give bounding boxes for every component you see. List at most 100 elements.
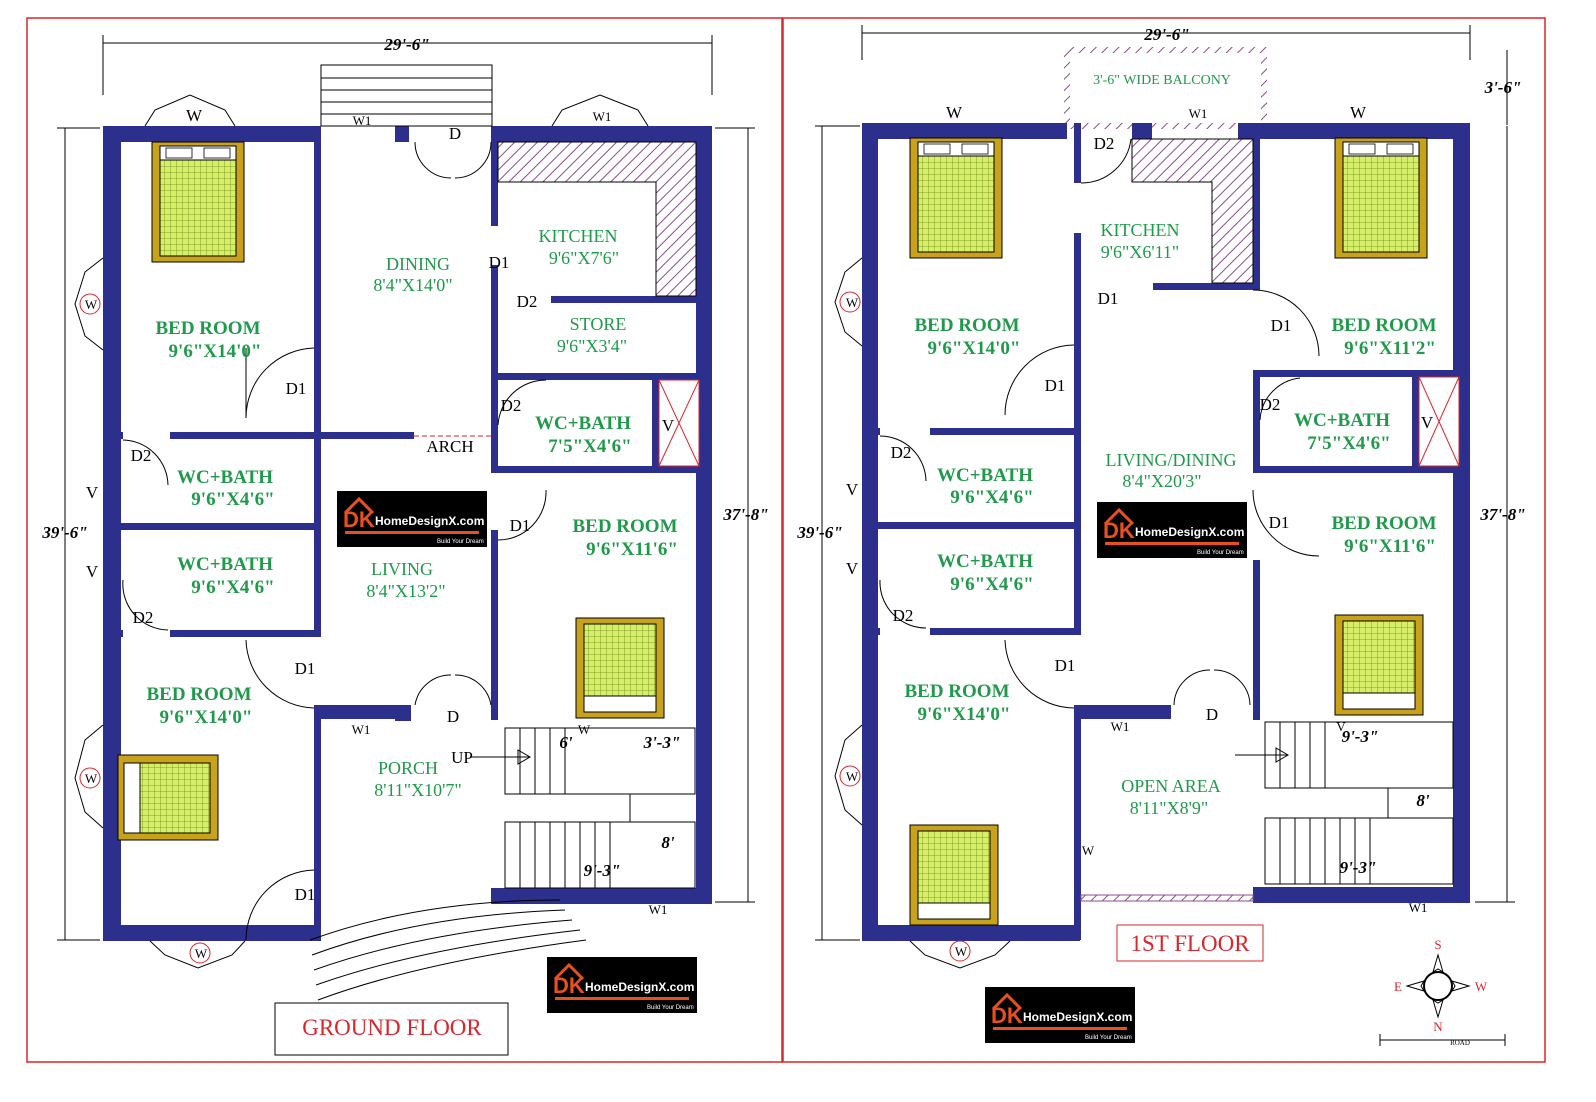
svg-text:D2: D2 bbox=[1260, 395, 1281, 414]
svg-text:W: W bbox=[85, 771, 98, 786]
ff-bed1-size: 9'6"X14'0" bbox=[928, 338, 1021, 359]
first-width-dim: 29'-6" bbox=[1143, 25, 1189, 44]
svg-text:HomeDesignX.com: HomeDesignX.com bbox=[1135, 525, 1244, 539]
svg-text:D: D bbox=[447, 707, 459, 726]
gf-store-title: STORE bbox=[570, 314, 627, 334]
svg-text:Build Your Dream: Build Your Dream bbox=[1085, 1035, 1132, 1041]
svg-text:D2: D2 bbox=[893, 606, 914, 625]
gf-wc2-size: 9'6"X4'6" bbox=[191, 577, 274, 598]
svg-text:D1: D1 bbox=[286, 379, 307, 398]
gf-dining-title: DINING bbox=[386, 254, 450, 274]
sheet-frame-first bbox=[782, 17, 1546, 1063]
svg-text:9'-3": 9'-3" bbox=[584, 861, 621, 880]
first-floor-title: 1ST FLOOR bbox=[1130, 931, 1250, 956]
svg-text:D1: D1 bbox=[1271, 316, 1292, 335]
svg-text:ARCH: ARCH bbox=[426, 437, 473, 456]
gf-bed1-title: BED ROOM bbox=[155, 318, 260, 339]
svg-text:W1: W1 bbox=[649, 902, 668, 917]
svg-text:W: W bbox=[1475, 979, 1488, 994]
svg-text:6': 6' bbox=[559, 733, 573, 752]
first-height-dim: 39'-6" bbox=[796, 523, 842, 542]
svg-text:N: N bbox=[1433, 1019, 1443, 1034]
gf-wc1-size: 9'6"X4'6" bbox=[191, 489, 274, 510]
logo-first-footer: DK HomeDesignX.com Build Your Dream bbox=[983, 985, 1137, 1045]
ff-balcony-label: 3'-6" WIDE BALCONY bbox=[1093, 73, 1231, 88]
gf-bed2-title: BED ROOM bbox=[146, 684, 251, 705]
svg-text:HomeDesignX.com: HomeDesignX.com bbox=[375, 514, 484, 528]
logo-first-main: DK HomeDesignX.com Build Your Dream bbox=[1095, 500, 1249, 560]
svg-text:W: W bbox=[846, 769, 859, 784]
first-balcony-dim: 3'-6" bbox=[1484, 78, 1522, 97]
first-floor-plan: 29'-6" 3'-6" 39'-6" 37'-8" 3'-6" WIDE BA… bbox=[796, 25, 1526, 1047]
ff-bed1-title: BED ROOM bbox=[914, 315, 1019, 336]
svg-text:S: S bbox=[1434, 937, 1441, 952]
svg-text:D1: D1 bbox=[1098, 289, 1119, 308]
gf-kitchen-title: KITCHEN bbox=[539, 226, 618, 246]
svg-text:DK: DK bbox=[991, 1003, 1023, 1028]
svg-text:W1: W1 bbox=[1189, 106, 1208, 121]
ff-bed-right-size: 9'6"X11'6" bbox=[1344, 536, 1436, 557]
svg-text:W: W bbox=[1350, 103, 1367, 122]
svg-text:D1: D1 bbox=[295, 659, 316, 678]
ff-living-title: LIVING/DINING bbox=[1106, 450, 1237, 470]
logo-ground-main: DK HomeDesignX.com Build Your Dream bbox=[335, 489, 489, 549]
svg-text:D1: D1 bbox=[1045, 376, 1066, 395]
svg-text:D: D bbox=[1206, 705, 1218, 724]
ff-bed-tr-title: BED ROOM bbox=[1331, 315, 1436, 336]
svg-text:W: W bbox=[578, 722, 591, 737]
ff-wc2-title: WC+BATH bbox=[937, 551, 1033, 572]
svg-text:W: W bbox=[195, 946, 208, 961]
first-right-dim: 37'-8" bbox=[1479, 505, 1525, 524]
gf-living-size: 8'4"X13'2" bbox=[366, 581, 445, 601]
gf-wc1-title: WC+BATH bbox=[177, 467, 273, 488]
svg-text:D2: D2 bbox=[133, 608, 154, 627]
ff-wc-right-title: WC+BATH bbox=[1294, 410, 1390, 431]
ground-floor-plan: 29'-6" 39'-6" 37'-8" bbox=[41, 35, 769, 1056]
svg-text:W: W bbox=[946, 103, 963, 122]
ff-living-size: 8'4"X20'3" bbox=[1122, 471, 1201, 491]
svg-text:D1: D1 bbox=[489, 253, 510, 272]
svg-text:D: D bbox=[449, 124, 461, 143]
svg-text:W1: W1 bbox=[593, 109, 612, 124]
svg-text:D2: D2 bbox=[517, 292, 538, 311]
road-label: ROAD bbox=[1450, 1039, 1470, 1047]
svg-text:DK: DK bbox=[553, 973, 585, 998]
ff-bed2-size: 9'6"X14'0" bbox=[918, 704, 1011, 725]
svg-text:Build Your Dream: Build Your Dream bbox=[647, 1005, 694, 1011]
svg-text:W1: W1 bbox=[353, 113, 372, 128]
gf-living-title: LIVING bbox=[371, 559, 433, 579]
ff-wc1-title: WC+BATH bbox=[937, 465, 1033, 486]
gf-wc-right-title: WC+BATH bbox=[535, 413, 631, 434]
ff-kitchen-size: 9'6"X6'11" bbox=[1101, 242, 1180, 262]
svg-text:D1: D1 bbox=[295, 885, 316, 904]
svg-text:DK: DK bbox=[1103, 518, 1135, 543]
svg-text:V: V bbox=[846, 480, 859, 499]
gf-dining-size: 8'4"X14'0" bbox=[373, 275, 452, 295]
gf-porch-title: PORCH bbox=[378, 758, 438, 778]
svg-text:V: V bbox=[662, 416, 675, 435]
gf-store-size: 9'6"X3'4" bbox=[557, 336, 627, 356]
svg-text:W: W bbox=[846, 295, 859, 310]
svg-text:W: W bbox=[186, 106, 203, 125]
svg-text:D2: D2 bbox=[131, 446, 152, 465]
gf-wc-right-size: 7'5"X4'6" bbox=[548, 436, 631, 457]
svg-text:D1: D1 bbox=[510, 516, 531, 535]
svg-text:8': 8' bbox=[661, 833, 675, 852]
svg-text:W1: W1 bbox=[1409, 900, 1428, 915]
svg-text:D2: D2 bbox=[501, 396, 522, 415]
svg-text:W1: W1 bbox=[1111, 719, 1130, 734]
svg-text:V: V bbox=[846, 559, 859, 578]
svg-text:V: V bbox=[86, 483, 99, 502]
logo-ground-footer: DK HomeDesignX.com Build Your Dream bbox=[545, 955, 699, 1015]
svg-text:V: V bbox=[1336, 719, 1346, 734]
svg-text:D2: D2 bbox=[891, 443, 912, 462]
ground-floor-title: GROUND FLOOR bbox=[302, 1015, 482, 1040]
svg-text:HomeDesignX.com: HomeDesignX.com bbox=[585, 980, 694, 994]
ground-width-dim: 29'-6" bbox=[383, 35, 429, 54]
svg-text:V: V bbox=[1421, 413, 1434, 432]
svg-text:Build Your Dream: Build Your Dream bbox=[437, 539, 484, 545]
svg-text:D2: D2 bbox=[1094, 134, 1115, 153]
ff-bed-right-title: BED ROOM bbox=[1331, 513, 1436, 534]
svg-text:D1: D1 bbox=[1269, 513, 1290, 532]
